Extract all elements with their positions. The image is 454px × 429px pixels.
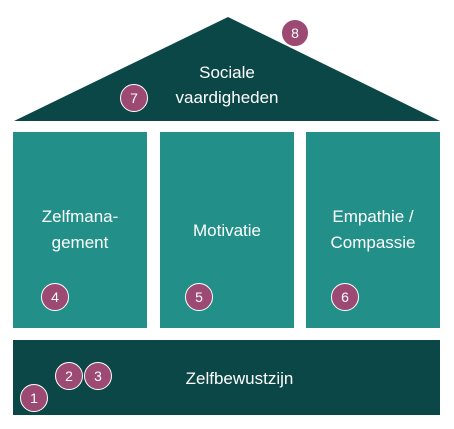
roof-title: Sociale vaardigheden (0, 60, 454, 110)
badge-6: 6 (331, 283, 359, 311)
badge-2: 2 (55, 362, 83, 390)
base-foundation: Zelfbewustzijn (13, 340, 440, 415)
pillar-zelfmanagement: Zelfmana- gement (13, 132, 147, 328)
base-label: Zelfbewustzijn (185, 369, 294, 388)
pillar-label-line-2: gement (51, 233, 109, 252)
pillar-empathie-compassie: Empathie / Compassie (306, 132, 440, 328)
pillar-label: Motivatie (160, 218, 294, 244)
badge-4: 4 (41, 283, 69, 311)
pillar-label-line-2: Compassie (330, 233, 416, 252)
badge-7: 7 (120, 84, 148, 112)
pillar-label: Empathie / Compassie (306, 204, 440, 256)
pillar-motivatie: Motivatie (160, 132, 294, 328)
roof-title-line-1: Sociale (199, 63, 255, 82)
pillar-label-line-1: Empathie / (332, 207, 414, 226)
pillar-label-line-1: Motivatie (192, 221, 262, 240)
badge-8: 8 (281, 19, 309, 47)
badge-1: 1 (20, 384, 48, 412)
badge-5: 5 (185, 283, 213, 311)
roof-title-line-2: vaardigheden (175, 88, 279, 107)
pillar-label-line-1: Zelfmana- (41, 207, 119, 226)
badge-3: 3 (84, 362, 112, 390)
pillar-label: Zelfmana- gement (13, 204, 147, 256)
